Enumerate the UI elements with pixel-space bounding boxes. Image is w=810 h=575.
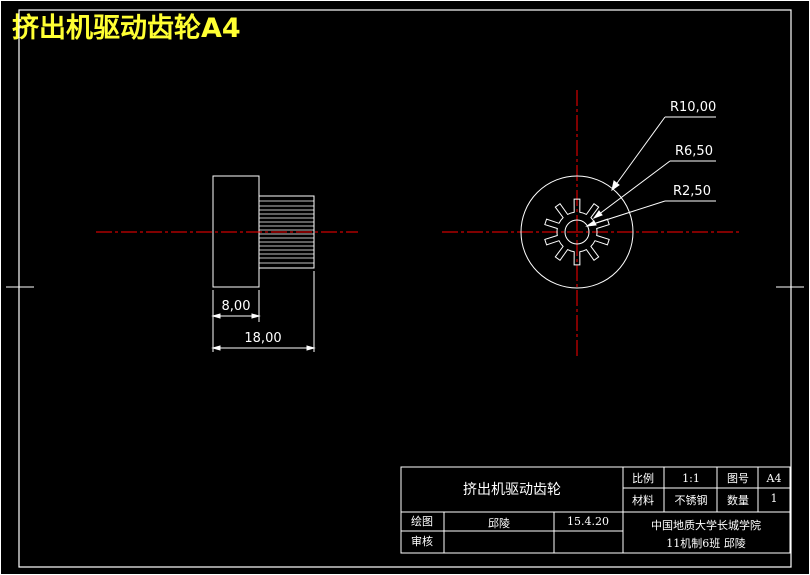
outer-circle [520, 175, 634, 289]
drawn-date: 15.4.20 [567, 515, 609, 528]
bore-circle [564, 219, 590, 245]
dimension-8-label: 8,00 [222, 299, 251, 314]
quantity-value: 1 [771, 492, 778, 505]
part-name: 挤出机驱动齿轮 [463, 482, 561, 498]
scale-value: 1:1 [682, 472, 700, 485]
quantity-label: 数量 [727, 494, 749, 507]
drawn-by: 邱陵 [488, 517, 510, 530]
drawing-title: 挤出机驱动齿轮A4 [12, 13, 241, 44]
class-line: 11机制6班 邱陵 [666, 536, 746, 550]
radius-inner-label: R2,50 [673, 184, 711, 199]
material-label: 材料 [632, 493, 654, 507]
title-block [400, 466, 791, 554]
checked-label: 审核 [411, 534, 433, 548]
material-value: 不锈钢 [675, 494, 708, 507]
drawn-label: 绘图 [411, 514, 433, 528]
radius-leaders [585, 116, 716, 227]
radius-outer-label: R10,00 [670, 100, 716, 115]
drawing-frame [18, 9, 792, 568]
tooth-lines [259, 200, 314, 264]
scale-label: 比例 [632, 471, 654, 485]
drawing-no-label: 图号 [727, 472, 749, 485]
dimension-8 [211, 290, 261, 352]
dimension-18-label: 18,00 [244, 331, 281, 346]
side-view [212, 175, 315, 288]
dimension-18 [211, 271, 316, 352]
school-name: 中国地质大学长城学院 [651, 518, 761, 532]
gear-profile [544, 198, 610, 266]
radius-mid-label: R6,50 [675, 144, 713, 159]
drawing-no-value: A4 [766, 472, 782, 485]
